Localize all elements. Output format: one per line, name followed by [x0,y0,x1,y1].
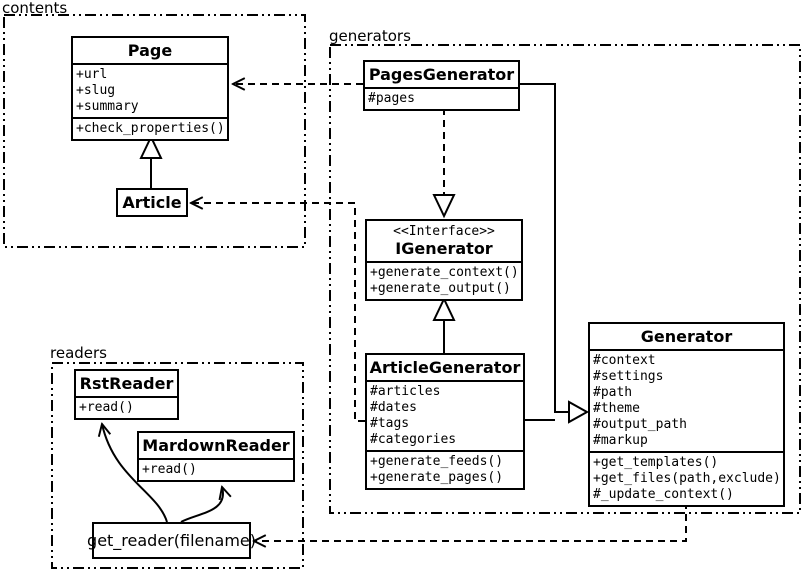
inheritance-triangle-page [139,134,163,159]
method: +read() [79,400,134,415]
method: +get_files(path,exclude) [593,471,781,486]
edge-getreader-to-rstreader [102,424,168,523]
function-box-get-reader: get_reader(filename) [87,522,256,559]
edge-pagesgenerator-to-generator [520,83,569,413]
method: #_update_context() [593,487,734,502]
attribute: #articles [370,384,441,399]
class-igenerator-stereotype: <<Interface>> [393,224,495,239]
class-igenerator-methods: +generate_context() +generate_output() [367,263,521,299]
attribute: #theme [593,401,640,416]
attribute: #context [593,353,656,368]
inheritance-triangle-generator [568,400,590,424]
attribute: #categories [370,432,457,447]
class-generator-attributes: #context #settings #path #theme #output_… [590,351,783,451]
class-article-name: Article [122,193,182,212]
class-page-name: Page [73,38,227,65]
method: +generate_feeds() [370,454,504,469]
class-pagesgenerator: PagesGenerator #pages [363,60,520,111]
package-readers-border [51,362,304,569]
realization-triangle-igenerator [432,194,456,219]
attribute: #markup [593,433,648,448]
method: +generate_output() [370,281,511,296]
class-articlegenerator: ArticleGenerator #articles #dates #tags … [365,353,525,490]
class-generator: Generator #context #settings #path #them… [588,322,785,507]
package-generators-border [329,44,801,514]
method: +generate_pages() [370,470,504,485]
class-mardownreader-name: MardownReader [139,433,293,460]
class-articlegenerator-attributes: #articles #dates #tags #categories [367,382,523,450]
class-rstreader-name: RstReader [76,371,177,398]
function-box-get-reader-label: get_reader(filename) [87,531,256,550]
attribute: #settings [593,369,664,384]
package-contents-border [3,14,306,248]
attribute: +slug [76,83,116,98]
class-mardownreader-methods: +read() [139,460,293,480]
class-igenerator-header: <<Interface>> IGenerator [367,221,521,263]
attribute: #dates [370,400,417,415]
method: +check_properties() [76,121,225,136]
class-articlegenerator-name: ArticleGenerator [367,355,523,382]
edge-getreader-to-mardownreader [180,487,223,523]
edge-generator-to-getreader [254,502,687,541]
class-rstreader: RstReader +read() [74,369,179,420]
method: +get_templates() [593,455,719,470]
class-generator-methods: +get_templates() +get_files(path,exclude… [590,451,783,505]
attribute: #path [593,385,633,400]
package-label-readers: readers [50,344,107,362]
class-page: Page +url +slug +summary +check_properti… [71,36,229,141]
class-mardownreader: MardownReader +read() [137,431,295,482]
attribute: #pages [368,91,415,106]
class-pagesgenerator-name: PagesGenerator [365,62,518,89]
class-igenerator-name: IGenerator [395,239,493,258]
method: +read() [142,462,197,477]
package-label-generators: generators [329,27,411,45]
inheritance-triangle-igenerator [432,296,456,321]
edge-articlegenerator-to-article [191,203,365,422]
class-articlegenerator-methods: +generate_feeds() +generate_pages() [367,450,523,488]
package-label-contents: contents [2,0,68,17]
class-page-attributes: +url +slug +summary [73,65,227,117]
class-igenerator: <<Interface>> IGenerator +generate_conte… [365,219,523,301]
class-article: Article [116,188,188,217]
class-generator-name: Generator [590,324,783,351]
class-rstreader-methods: +read() [76,398,177,418]
attribute: #tags [370,416,410,431]
class-page-methods: +check_properties() [73,117,227,139]
method: +generate_context() [370,265,519,280]
attribute: #output_path [593,417,687,432]
attribute: +url [76,67,108,82]
attribute: +summary [76,99,139,114]
class-pagesgenerator-attributes: #pages [365,89,518,109]
